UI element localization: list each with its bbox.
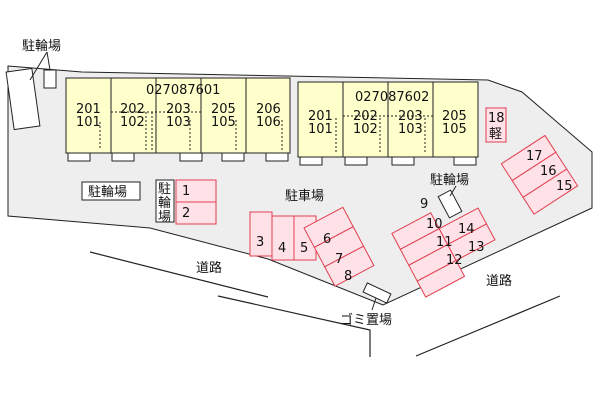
slot-9-number: 9 <box>420 197 428 212</box>
road-edge-bottom <box>217 295 371 357</box>
slot-10-number: 10 <box>426 217 443 232</box>
unit-106-b1: 106 <box>256 115 281 130</box>
building-code-1: 027087601 <box>146 83 220 98</box>
unit-102-b1: 102 <box>120 115 145 130</box>
unit-101-b2: 101 <box>308 122 333 137</box>
road-label-left: 道路 <box>196 260 222 276</box>
parking-slot-13 <box>446 223 496 262</box>
bike-parking-left <box>81 181 141 201</box>
slot-7-number: 7 <box>335 252 343 267</box>
slot-2-number: 2 <box>182 206 190 221</box>
unit-202-b1: 202 <box>120 102 145 117</box>
parking-slot-18 <box>485 107 507 143</box>
parking-slot-8 <box>324 245 375 287</box>
road-edge-right-bottom <box>415 295 561 357</box>
bike-shelter-left <box>5 67 41 131</box>
slot-12-number: 12 <box>446 253 463 268</box>
road-edge-left <box>89 251 269 298</box>
bike-parking-label-top: 駐輪場 <box>22 38 61 54</box>
parking-slot-15 <box>522 168 579 215</box>
bike-vert-2: 輪 <box>158 195 171 211</box>
unit-102-b2: 102 <box>353 122 378 137</box>
parking-area-label: 駐車場 <box>285 189 324 204</box>
unit-101-b1: 101 <box>76 115 101 130</box>
slot-3-number: 3 <box>256 235 264 250</box>
unit-105-b2: 105 <box>442 122 467 137</box>
slot-11-number: 11 <box>436 235 453 250</box>
unit-203-b2: 203 <box>398 109 423 124</box>
unit-201-b1: 201 <box>76 102 101 117</box>
bike-shelter-small <box>43 69 57 89</box>
slot-17-number: 17 <box>526 149 543 164</box>
garbage-area <box>362 282 392 304</box>
slot-6-number: 6 <box>323 232 331 247</box>
slot-1-number: 1 <box>182 184 190 199</box>
slot-4-number: 4 <box>278 241 286 256</box>
slot-5-number: 5 <box>300 241 308 256</box>
slot-18-type: 軽 <box>489 127 502 142</box>
unit-205-b2: 205 <box>442 109 467 124</box>
slot-14-number: 14 <box>458 222 475 237</box>
bike-parking-label-left: 駐輪場 <box>88 184 127 200</box>
slot-16-number: 16 <box>540 164 557 179</box>
bike-vert-1: 駐 <box>158 182 171 197</box>
unit-205-b1: 205 <box>211 102 236 117</box>
unit-103-b1: 103 <box>166 115 191 130</box>
bike-vert-3: 場 <box>158 210 171 225</box>
garbage-area-label: ゴミ置場 <box>340 312 392 328</box>
building-code-2: 027087602 <box>355 90 429 105</box>
road-label-right: 道路 <box>486 273 512 289</box>
slot-15-number: 15 <box>556 179 573 194</box>
parking-slot-12 <box>416 259 466 298</box>
unit-201-b2: 201 <box>308 109 333 124</box>
parking-slot-2 <box>175 201 217 225</box>
unit-202-b2: 202 <box>353 109 378 124</box>
slot-8-number: 8 <box>344 269 352 284</box>
bike-parking-label-right: 駐輪場 <box>430 172 469 188</box>
building-027087601: 027087601 201 101 202 102 203 103 205 10… <box>65 77 291 162</box>
slot-13-number: 13 <box>468 240 485 255</box>
unit-203-b1: 203 <box>166 102 191 117</box>
slot-18-number: 18 <box>488 111 505 126</box>
bike-parking-vertical <box>155 179 175 223</box>
unit-206-b1: 206 <box>256 102 281 117</box>
bike-parking-right <box>437 189 463 219</box>
unit-103-b2: 103 <box>398 122 423 137</box>
building-027087602: 027087602 201 101 202 102 203 103 205 10… <box>297 81 479 166</box>
unit-105-b1: 105 <box>211 115 236 130</box>
